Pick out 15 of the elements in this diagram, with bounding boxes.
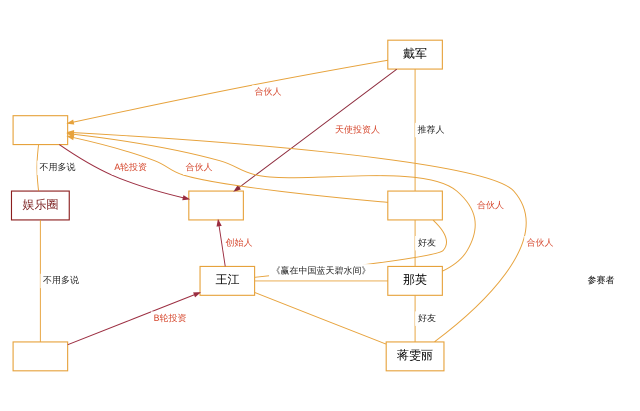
edge-label: 不用多说 [42,276,79,286]
edge-label: 合伙人 [526,238,554,248]
edge-label: B轮投资 [154,314,187,324]
edge-label: 推荐人 [417,125,444,136]
edge-label: 好友 [418,238,436,248]
edge-label: 不用多说 [40,163,76,174]
label: 参赛者 [588,276,615,286]
edge-label: A轮投资 [114,163,148,174]
edge-label: 好友 [418,314,436,324]
edge-label: 《赢在中国蓝天碧水间》 [271,266,370,277]
edge-label: 合伙人 [476,200,504,211]
edge-label: 合伙人 [254,88,282,98]
edge-label: 天使投资人 [335,125,380,136]
edge-label: 创始人 [226,238,253,248]
edge-label: 合伙人 [186,163,213,174]
